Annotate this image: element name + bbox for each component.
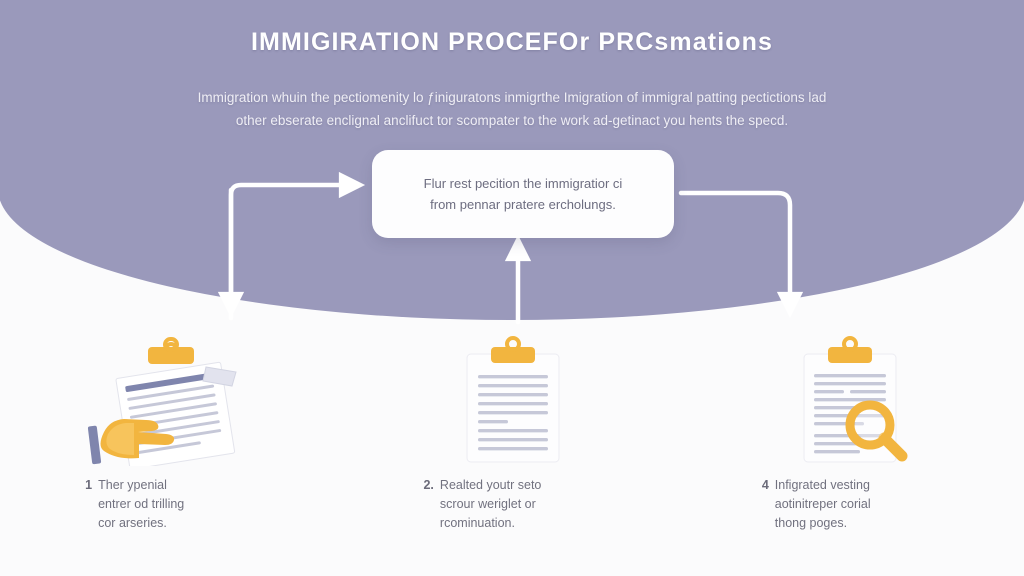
center-card-text: Flur rest pecition the immigratior ci fr… (408, 173, 639, 215)
step-3-lines: Infigrated vesting aotinitreper corial t… (775, 476, 871, 533)
clipboard-clip-shape (147, 337, 194, 364)
step-1-number: 1 (85, 478, 93, 492)
step-item-2[interactable]: 2. Realted youtr seto scrour weriglet or… (341, 330, 682, 576)
clipboard-clip-shape (828, 336, 873, 363)
step-1-text: 1 Ther ypenial entrer od trilling cor ar… (51, 476, 290, 533)
page-subtitle: Immigration whuin the pectiomenity lo ƒi… (128, 86, 896, 132)
pen-shape (87, 425, 101, 465)
step-item-3[interactable]: 4 Infigrated vesting aotinitreper corial… (683, 330, 1024, 576)
arrow-card-to-step-3 (678, 190, 804, 319)
step-2-line-3: rcominuation. (439, 516, 515, 530)
subtitle-line-2: other ebserate enclignal anclifuct tor s… (235, 113, 789, 128)
step-1-lines: Ther ypenial entrer od trilling cor arse… (98, 476, 184, 533)
step-3-line-2: aotinitreper corial (774, 497, 871, 511)
step-2-text: 2. Realted youtr seto scrour weriglet or… (395, 476, 628, 533)
center-card-line-1: Flur rest pecition the immigratior ci (423, 176, 623, 191)
step-item-1[interactable]: 1 Ther ypenial entrer od trilling cor ar… (0, 330, 341, 576)
step-2-number: 2. (423, 478, 434, 492)
center-summary-card[interactable]: Flur rest pecition the immigratior ci fr… (372, 150, 674, 238)
step-3-line-1: Infigrated vesting (774, 478, 870, 492)
step-2-line-1: Realted youtr seto (439, 478, 542, 492)
clipboard-document-icon (427, 334, 597, 466)
step-3-number: 4 (761, 478, 769, 492)
steps-row: 1 Ther ypenial entrer od trilling cor ar… (0, 330, 1024, 576)
clipboard-clip-shape (490, 336, 535, 363)
pointing-hand-shape (100, 419, 174, 459)
clipboard-document-hand-icon (86, 334, 256, 470)
clipboard-document-magnifier-icon (768, 334, 938, 466)
document-text-lines (477, 375, 548, 451)
magnifier-shape (845, 400, 908, 462)
step-1-line-1: Ther ypenial (98, 478, 167, 492)
step-3-text: 4 Infigrated vesting aotinitreper corial… (740, 476, 967, 533)
page-title: IMMIGIRATION PROCEFOr PRCsmations (251, 28, 773, 56)
subtitle-line-1: Immigration whuin the pectiomenity lo ƒi… (197, 90, 827, 105)
paper-corner-shape (202, 366, 237, 387)
arrow-card-to-step-1 (217, 171, 366, 321)
step-1-line-2: entrer od trilling (98, 497, 185, 511)
step-3-line-3: thong poges. (774, 516, 848, 530)
step-2-lines: Realted youtr seto scrour weriglet or rc… (440, 476, 541, 533)
center-card-line-2: from pennar pratere ercholungs. (430, 197, 616, 212)
step-2-line-2: scrour weriglet or (439, 497, 536, 511)
step-1-line-3: cor arseries. (98, 516, 167, 530)
